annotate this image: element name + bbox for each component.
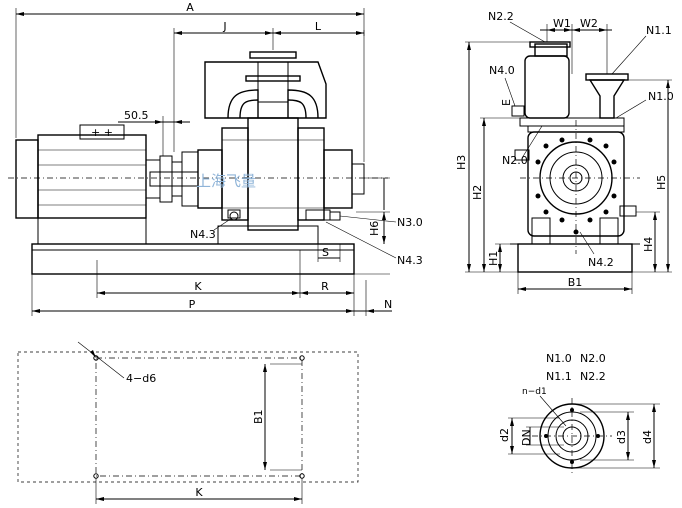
flange-label-N2-2: N2.2 bbox=[580, 370, 606, 383]
label-N4-0: N4.0 bbox=[489, 64, 515, 77]
motor-foot bbox=[37, 217, 147, 245]
flange-label-N1-1: N1.1 bbox=[546, 370, 572, 383]
label-n-d1: n−d1 bbox=[522, 387, 547, 397]
dim-H5: H5 bbox=[655, 175, 668, 190]
dim-H3: H3 bbox=[455, 155, 468, 170]
pump-body bbox=[197, 51, 365, 231]
base-frame bbox=[31, 243, 355, 275]
dim-d3: d3 bbox=[615, 430, 628, 444]
dim-H4: H4 bbox=[642, 237, 655, 252]
label-N4-2: N4.2 bbox=[588, 256, 614, 269]
motor-terminal-label: + + bbox=[91, 126, 113, 139]
dim-W2: W2 bbox=[580, 17, 598, 30]
dim-K-plan: K bbox=[195, 486, 203, 499]
dim-N: N bbox=[384, 298, 392, 311]
dim-J: J bbox=[222, 20, 226, 33]
dim-d4: d4 bbox=[641, 430, 654, 444]
label-N2-2: N2.2 bbox=[488, 10, 514, 23]
dim-H1: H1 bbox=[487, 251, 500, 266]
dim-P: P bbox=[189, 298, 196, 311]
dim-d2: d2 bbox=[498, 428, 511, 442]
label-hole-4-d6: 4−d6 bbox=[126, 372, 156, 385]
flange-label-N1-0: N1.0 bbox=[546, 352, 572, 365]
separator bbox=[524, 55, 570, 119]
dim-W1: W1 bbox=[553, 17, 571, 30]
label-N1-0: N1.0 bbox=[648, 90, 674, 103]
side-bolts bbox=[535, 137, 617, 235]
discharge-nozzle bbox=[588, 79, 626, 119]
dim-K-front: K bbox=[194, 280, 202, 293]
dim-B1-side: B1 bbox=[568, 276, 583, 289]
label-N3-0: N3.0 bbox=[397, 216, 423, 229]
label-N1-1: N1.1 bbox=[646, 24, 672, 37]
label-E: E bbox=[500, 99, 513, 106]
side-view: W1 W2 N2.2 N1.1 N4.0 E N1.0 N2.0 N4.2 H3… bbox=[455, 10, 674, 294]
label-N4-3-right: N4.3 bbox=[397, 254, 423, 267]
watermark-text: 上海飞量 bbox=[196, 172, 256, 190]
motor: + + bbox=[15, 124, 161, 219]
terminal-box bbox=[79, 124, 125, 140]
dim-B1-plan: B1 bbox=[252, 409, 265, 424]
pump-foot bbox=[217, 225, 319, 245]
dim-L: L bbox=[315, 20, 322, 33]
dim-S: S bbox=[322, 246, 329, 259]
dim-R: R bbox=[321, 280, 329, 293]
plan-view: 4−d6 B1 K bbox=[17, 341, 359, 504]
side-base bbox=[517, 243, 633, 273]
label-N2-0: N2.0 bbox=[502, 154, 528, 167]
label-H6: H6 bbox=[368, 221, 381, 236]
flange-label-N2-0: N2.0 bbox=[580, 352, 606, 365]
dim-50-5: 50.5 bbox=[124, 109, 149, 122]
plan-outline bbox=[17, 351, 359, 483]
flange-detail: N1.0 N2.0 N1.1 N2.2 n−d1 d2 DN d3 bbox=[498, 352, 660, 474]
label-N4-3-left: N4.3 bbox=[190, 228, 216, 241]
dim-A: A bbox=[186, 1, 194, 14]
dim-DN: DN bbox=[520, 429, 533, 446]
dim-H2: H2 bbox=[471, 185, 484, 200]
front-view: + + bbox=[8, 1, 423, 316]
